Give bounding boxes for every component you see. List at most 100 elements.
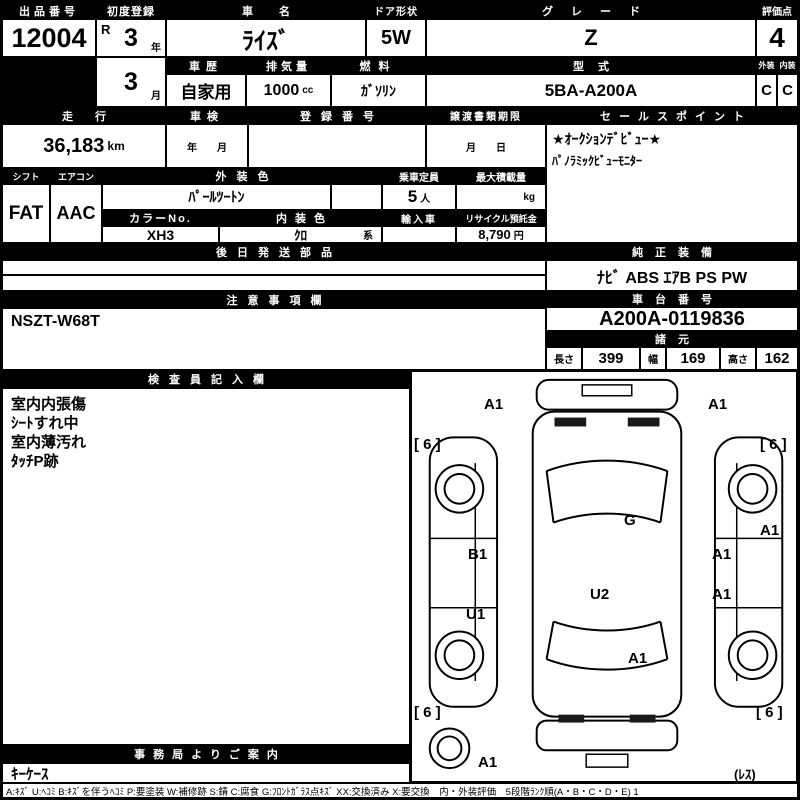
grade-value: Z xyxy=(426,19,756,57)
taillight-right xyxy=(629,714,656,723)
displacement-unit: cc xyxy=(302,85,314,96)
damage-code: U1 xyxy=(466,606,486,623)
recycle-deposit-label: リサイクル預託金 xyxy=(456,210,546,226)
inspector-note-line: ﾀｯﾁP跡 xyxy=(11,453,59,470)
interior-color-suffix: 系 xyxy=(363,231,373,242)
interior-score-label: 内装 xyxy=(777,57,798,74)
model-code-label: 型式 xyxy=(426,57,756,74)
width-label: 幅 xyxy=(640,347,666,370)
tire-depth-code: [ 6 ] xyxy=(756,704,783,721)
capacity-label: 乗車定員 xyxy=(382,168,456,184)
transfer-deadline-label: 譲渡書類期限 xyxy=(426,107,546,124)
damage-code: A1 xyxy=(708,396,728,413)
windshield-top xyxy=(546,459,668,472)
car-name-value: ﾗｲｽﾞ xyxy=(166,19,366,57)
windshield-bottom xyxy=(553,512,661,524)
sales-point-line2: ﾊﾟﾉﾗﾐｯｸﾋﾞｭｰﾓﾆﾀｰ xyxy=(552,154,643,168)
interior-color-value: ｸﾛ 系 xyxy=(219,226,382,243)
history-value: 自家用 xyxy=(166,74,246,107)
max-load-value: kg xyxy=(456,184,546,210)
office-info-label: 事務局よりご案内 xyxy=(2,745,410,763)
windshield-sides xyxy=(545,470,669,523)
damage-code: A1 xyxy=(484,396,504,413)
inspector-note-line: 室内内張傷 xyxy=(11,396,87,413)
dimensions-label: 諸元 xyxy=(546,331,798,347)
aircon-label: エアコン xyxy=(50,168,102,184)
reg-year: 3 xyxy=(124,23,138,52)
wheel-rear-left xyxy=(434,630,485,680)
model-code-value: 5BA-A200A xyxy=(426,74,756,107)
interior-color-label: 内装色 xyxy=(219,210,382,226)
office-info-value: ｷｰｹｰｽ xyxy=(2,763,410,783)
legend-text: A:ｷｽﾞ U:ﾍｺﾐ B:ｷｽﾞを伴うﾍｺﾐ P:要塗装 W:補修跡 S:錆 … xyxy=(2,783,798,798)
mileage-value: 36,183 km xyxy=(2,124,166,168)
wheel-front-left xyxy=(434,464,485,514)
shift-label: シフト xyxy=(2,168,50,184)
grade-label: グレード xyxy=(426,2,756,19)
damage-code: A1 xyxy=(712,586,732,603)
wheel-rear-right xyxy=(727,630,778,680)
recycle-deposit-value: 8,790 円 xyxy=(456,226,546,243)
mileage-number: 36,183 xyxy=(43,134,105,157)
inspector-note-line: 室内薄汚れ xyxy=(11,434,87,451)
notes-label: 注意事項欄 xyxy=(2,291,546,308)
rear-window-bottom xyxy=(546,658,668,671)
width-value: 169 xyxy=(666,347,720,370)
sales-point-label: セールスポイント xyxy=(546,107,798,124)
recycle-unit: 円 xyxy=(513,231,524,242)
damage-code: A1 xyxy=(760,522,780,539)
auction-number-value: 12004 xyxy=(2,19,96,57)
cowl-left xyxy=(554,417,587,427)
capacity-value: 5 人 xyxy=(382,184,456,210)
rear-bumper xyxy=(535,719,679,752)
interior-color-name: ｸﾛ xyxy=(294,228,307,243)
sales-point-line1: ★ｵｰｸｼｮﾝﾃﾞﾋﾞｭｰ★ xyxy=(552,131,662,147)
exterior-score-value: C xyxy=(756,74,777,107)
reg-year-unit: 年 xyxy=(151,43,161,54)
length-label: 長さ xyxy=(546,347,582,370)
exterior-color-label: 外装色 xyxy=(102,168,382,184)
right-side-panel xyxy=(713,436,784,708)
front-plate xyxy=(581,384,633,397)
damage-code: U2 xyxy=(590,586,610,603)
chassis-number-label: 車台番号 xyxy=(546,291,798,307)
fuel-label: 燃料 xyxy=(331,57,426,74)
score-label: 評価点 xyxy=(756,2,798,19)
era-code: R xyxy=(101,22,111,37)
car-name-label: 車名 xyxy=(166,2,366,19)
damage-code: G xyxy=(624,512,636,529)
score-value: 4 xyxy=(756,19,798,57)
damage-code: A1 xyxy=(478,754,498,771)
history-label: 車歴 xyxy=(166,57,246,74)
displacement-value: 1000 cc xyxy=(246,74,331,107)
exterior-color-extra-cell xyxy=(331,184,382,210)
wheel-front-right xyxy=(727,464,778,514)
chassis-number-value: A200A-0119836 xyxy=(546,307,798,331)
fuel-value: ｶﾞｿﾘﾝ xyxy=(331,74,426,107)
damage-code: A1 xyxy=(712,546,732,563)
import-car-label: 輸入車 xyxy=(382,210,456,226)
mileage-unit: km xyxy=(107,139,125,153)
aircon-value: AAC xyxy=(50,184,102,243)
reg-month: 3 xyxy=(124,67,138,96)
cowl-right xyxy=(627,417,660,427)
exterior-score-label: 外装 xyxy=(756,57,777,74)
inspector-notes: 室内内張傷 ｼｰﾄすれ中 室内薄汚れ ﾀｯﾁP跡 xyxy=(2,388,410,745)
filler-black-box xyxy=(2,57,96,107)
mileage-label: 走行 xyxy=(2,107,166,124)
equipment-value: ﾅﾋﾞ ABS ｴｱB PS PW xyxy=(546,260,798,291)
door-shape-label: ドア形状 xyxy=(366,2,426,19)
recycle-number: 8,790 xyxy=(478,227,511,242)
interior-score-value: C xyxy=(777,74,798,107)
spare-tire xyxy=(428,727,471,770)
door-shape-value: 5W xyxy=(366,19,426,57)
front-bumper xyxy=(535,378,679,411)
shift-value: FAT xyxy=(2,184,50,243)
spare-tire-note: (ﾚｽ) xyxy=(734,767,756,782)
later-parts-row1 xyxy=(2,260,546,275)
exterior-color-value: ﾊﾟｰﾙﾂｰﾄﾝ xyxy=(102,184,331,210)
notes-value: NSZT-W68T xyxy=(2,308,546,370)
rear-plate xyxy=(585,753,629,768)
left-side-panel xyxy=(428,436,499,708)
capacity-number: 5 xyxy=(407,187,418,206)
